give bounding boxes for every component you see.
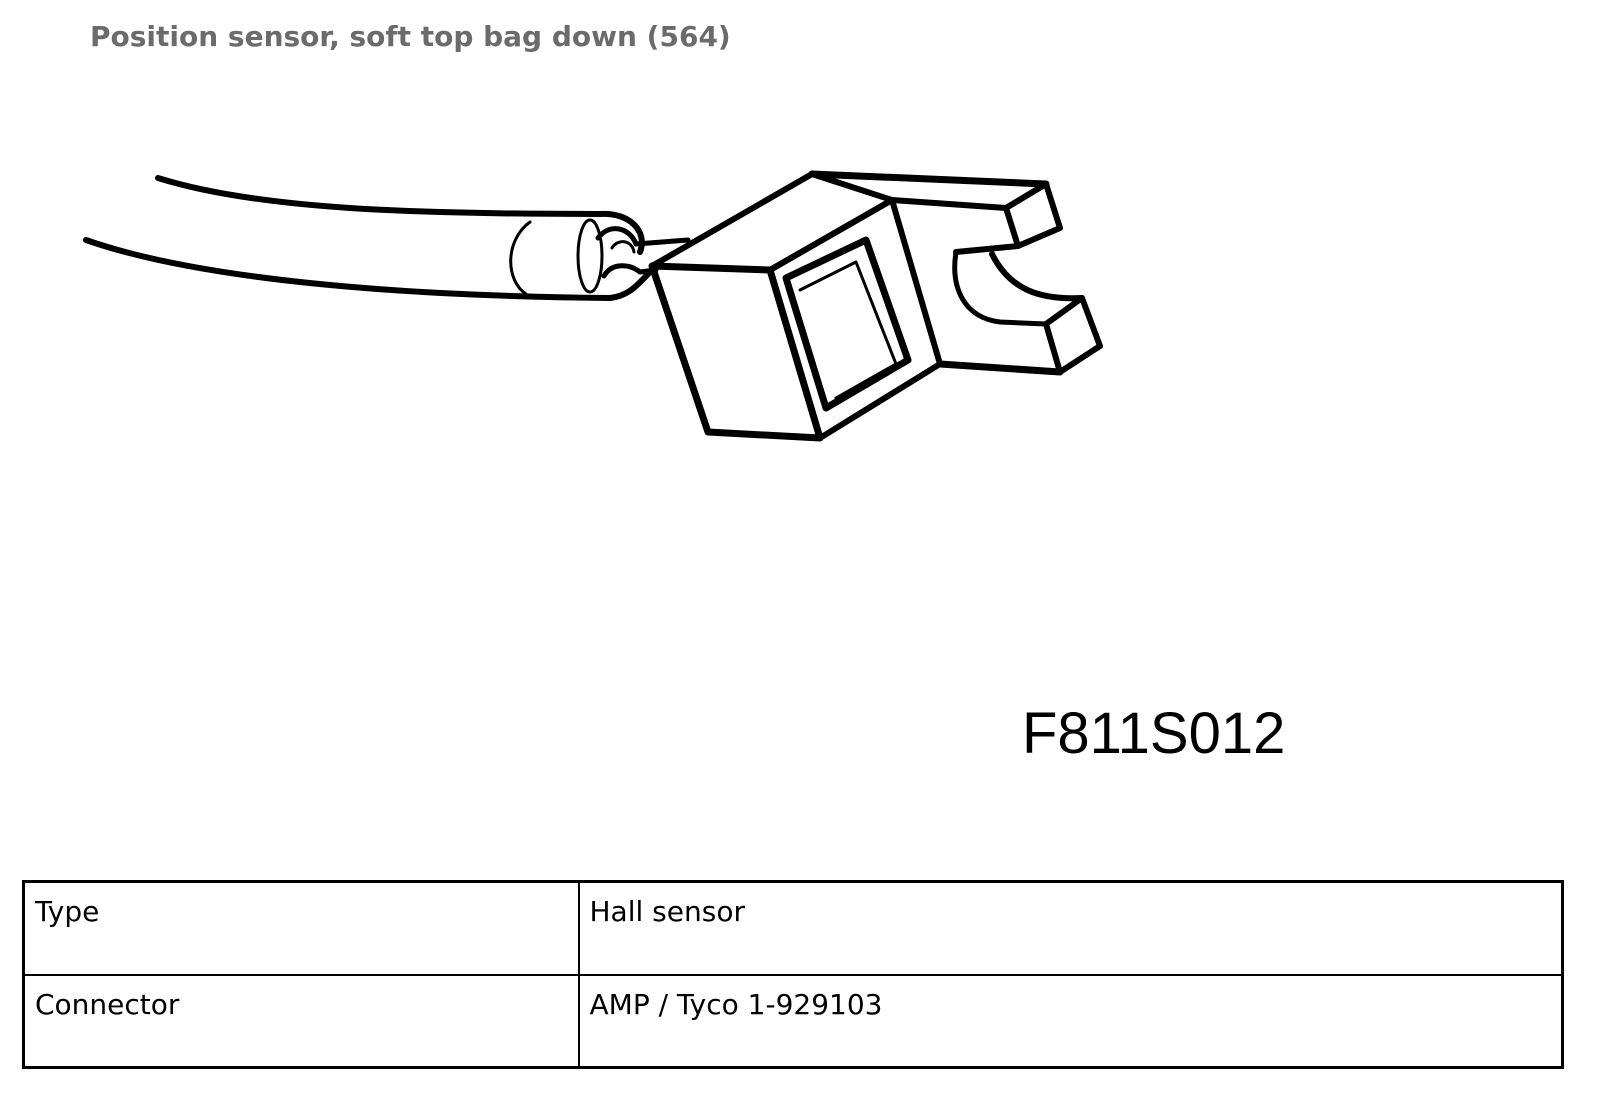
page-title: Position sensor, soft top bag down (564) (90, 20, 731, 53)
sensor-drawing-icon (83, 170, 1103, 442)
row-label-type: Type (22, 880, 580, 976)
row-value-type: Hall sensor (577, 880, 1564, 976)
table-row: Type Hall sensor (22, 880, 1564, 976)
row-value-connector: AMP / Tyco 1-929103 (577, 973, 1564, 1069)
spec-table: Type Hall sensor Connector AMP / Tyco 1-… (22, 880, 1564, 1069)
figure-code: F811S012 (1022, 701, 1286, 766)
row-label-connector: Connector (22, 973, 580, 1069)
table-row: Connector AMP / Tyco 1-929103 (22, 973, 1564, 1069)
